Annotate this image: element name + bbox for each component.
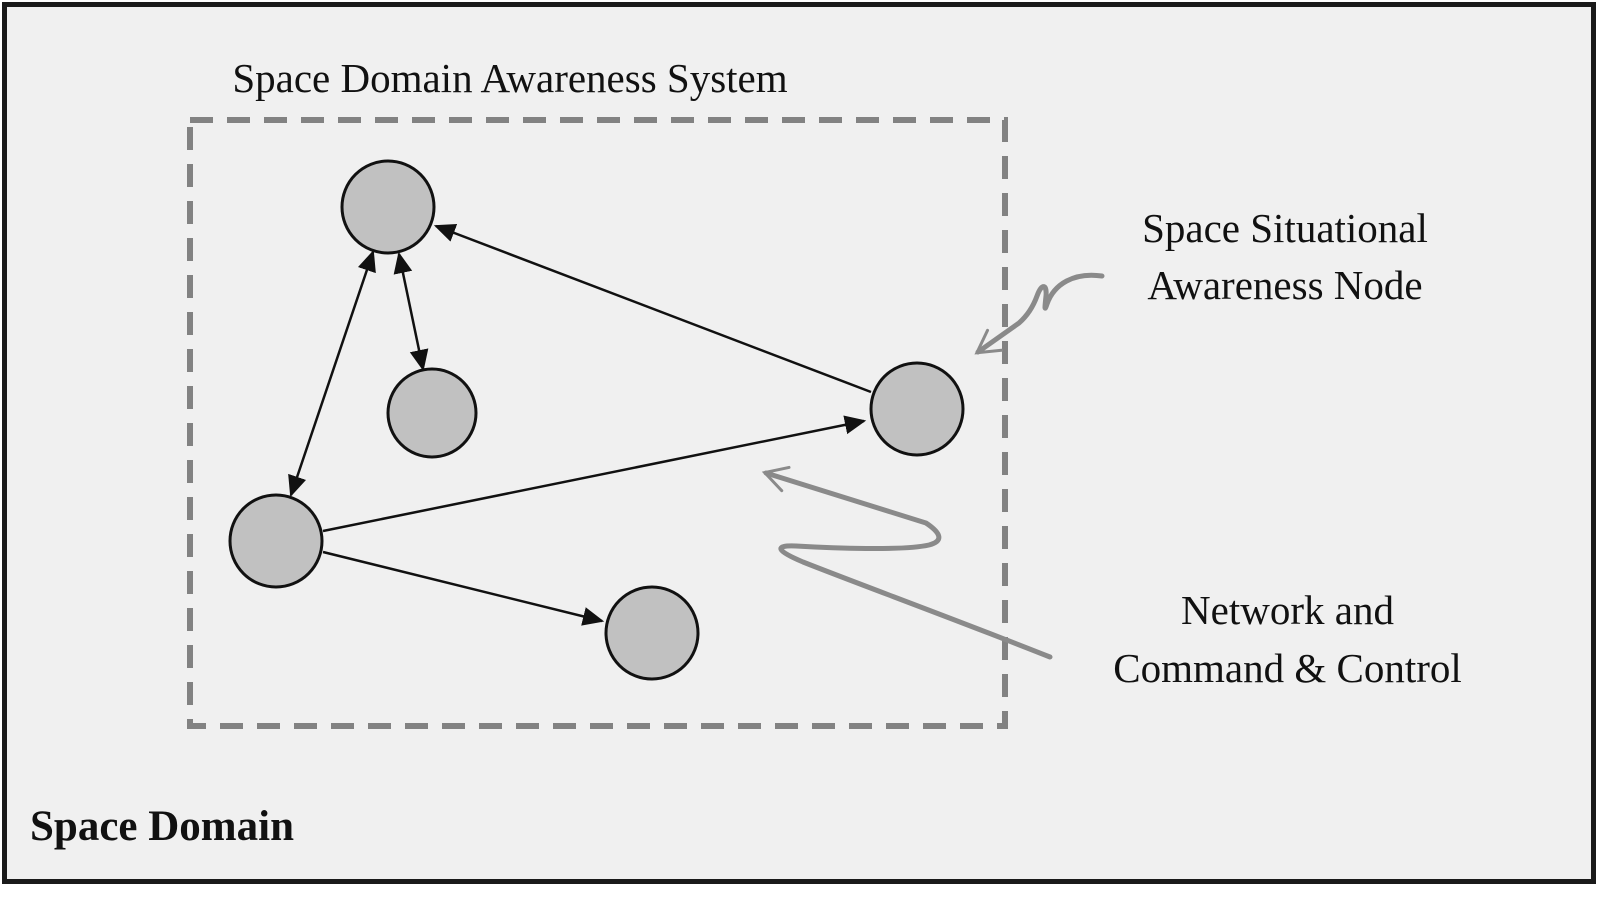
ssa-callout-squiggle-arrow (974, 272, 1105, 355)
ssa-node-callout-label: Space Situational Awareness Node (1085, 200, 1485, 314)
space-domain-label: Space Domain (30, 803, 294, 850)
sda-node-middle (386, 367, 478, 459)
sda-node-left (228, 493, 324, 589)
diagram-title: Space Domain Awareness System (232, 55, 788, 101)
space-domain-frame (2, 2, 1596, 884)
sda-node-top (340, 159, 436, 255)
link-ssa-to-top-arrow (433, 223, 872, 394)
link-top-middle-bidirectional-arrow (393, 251, 429, 372)
link-left-to-bottom-arrow (322, 550, 605, 626)
link-left-top-bidirectional-arrow (288, 249, 376, 498)
sda-node-bottom (604, 585, 700, 681)
network-callout-label: Network and Command & Control (1080, 581, 1495, 697)
network-callout-line1: Network and (1181, 587, 1394, 633)
network-callout-squiggle-arrow (761, 465, 1053, 660)
ssa-node-callout-line1: Space Situational (1142, 205, 1428, 251)
ssa-node (869, 361, 965, 457)
link-left-to-ssa-arrow (322, 415, 867, 533)
sda-system-dashed-boundary (187, 117, 1008, 729)
ssa-node-callout-line2: Awareness Node (1147, 262, 1423, 308)
network-callout-line2: Command & Control (1113, 645, 1462, 691)
